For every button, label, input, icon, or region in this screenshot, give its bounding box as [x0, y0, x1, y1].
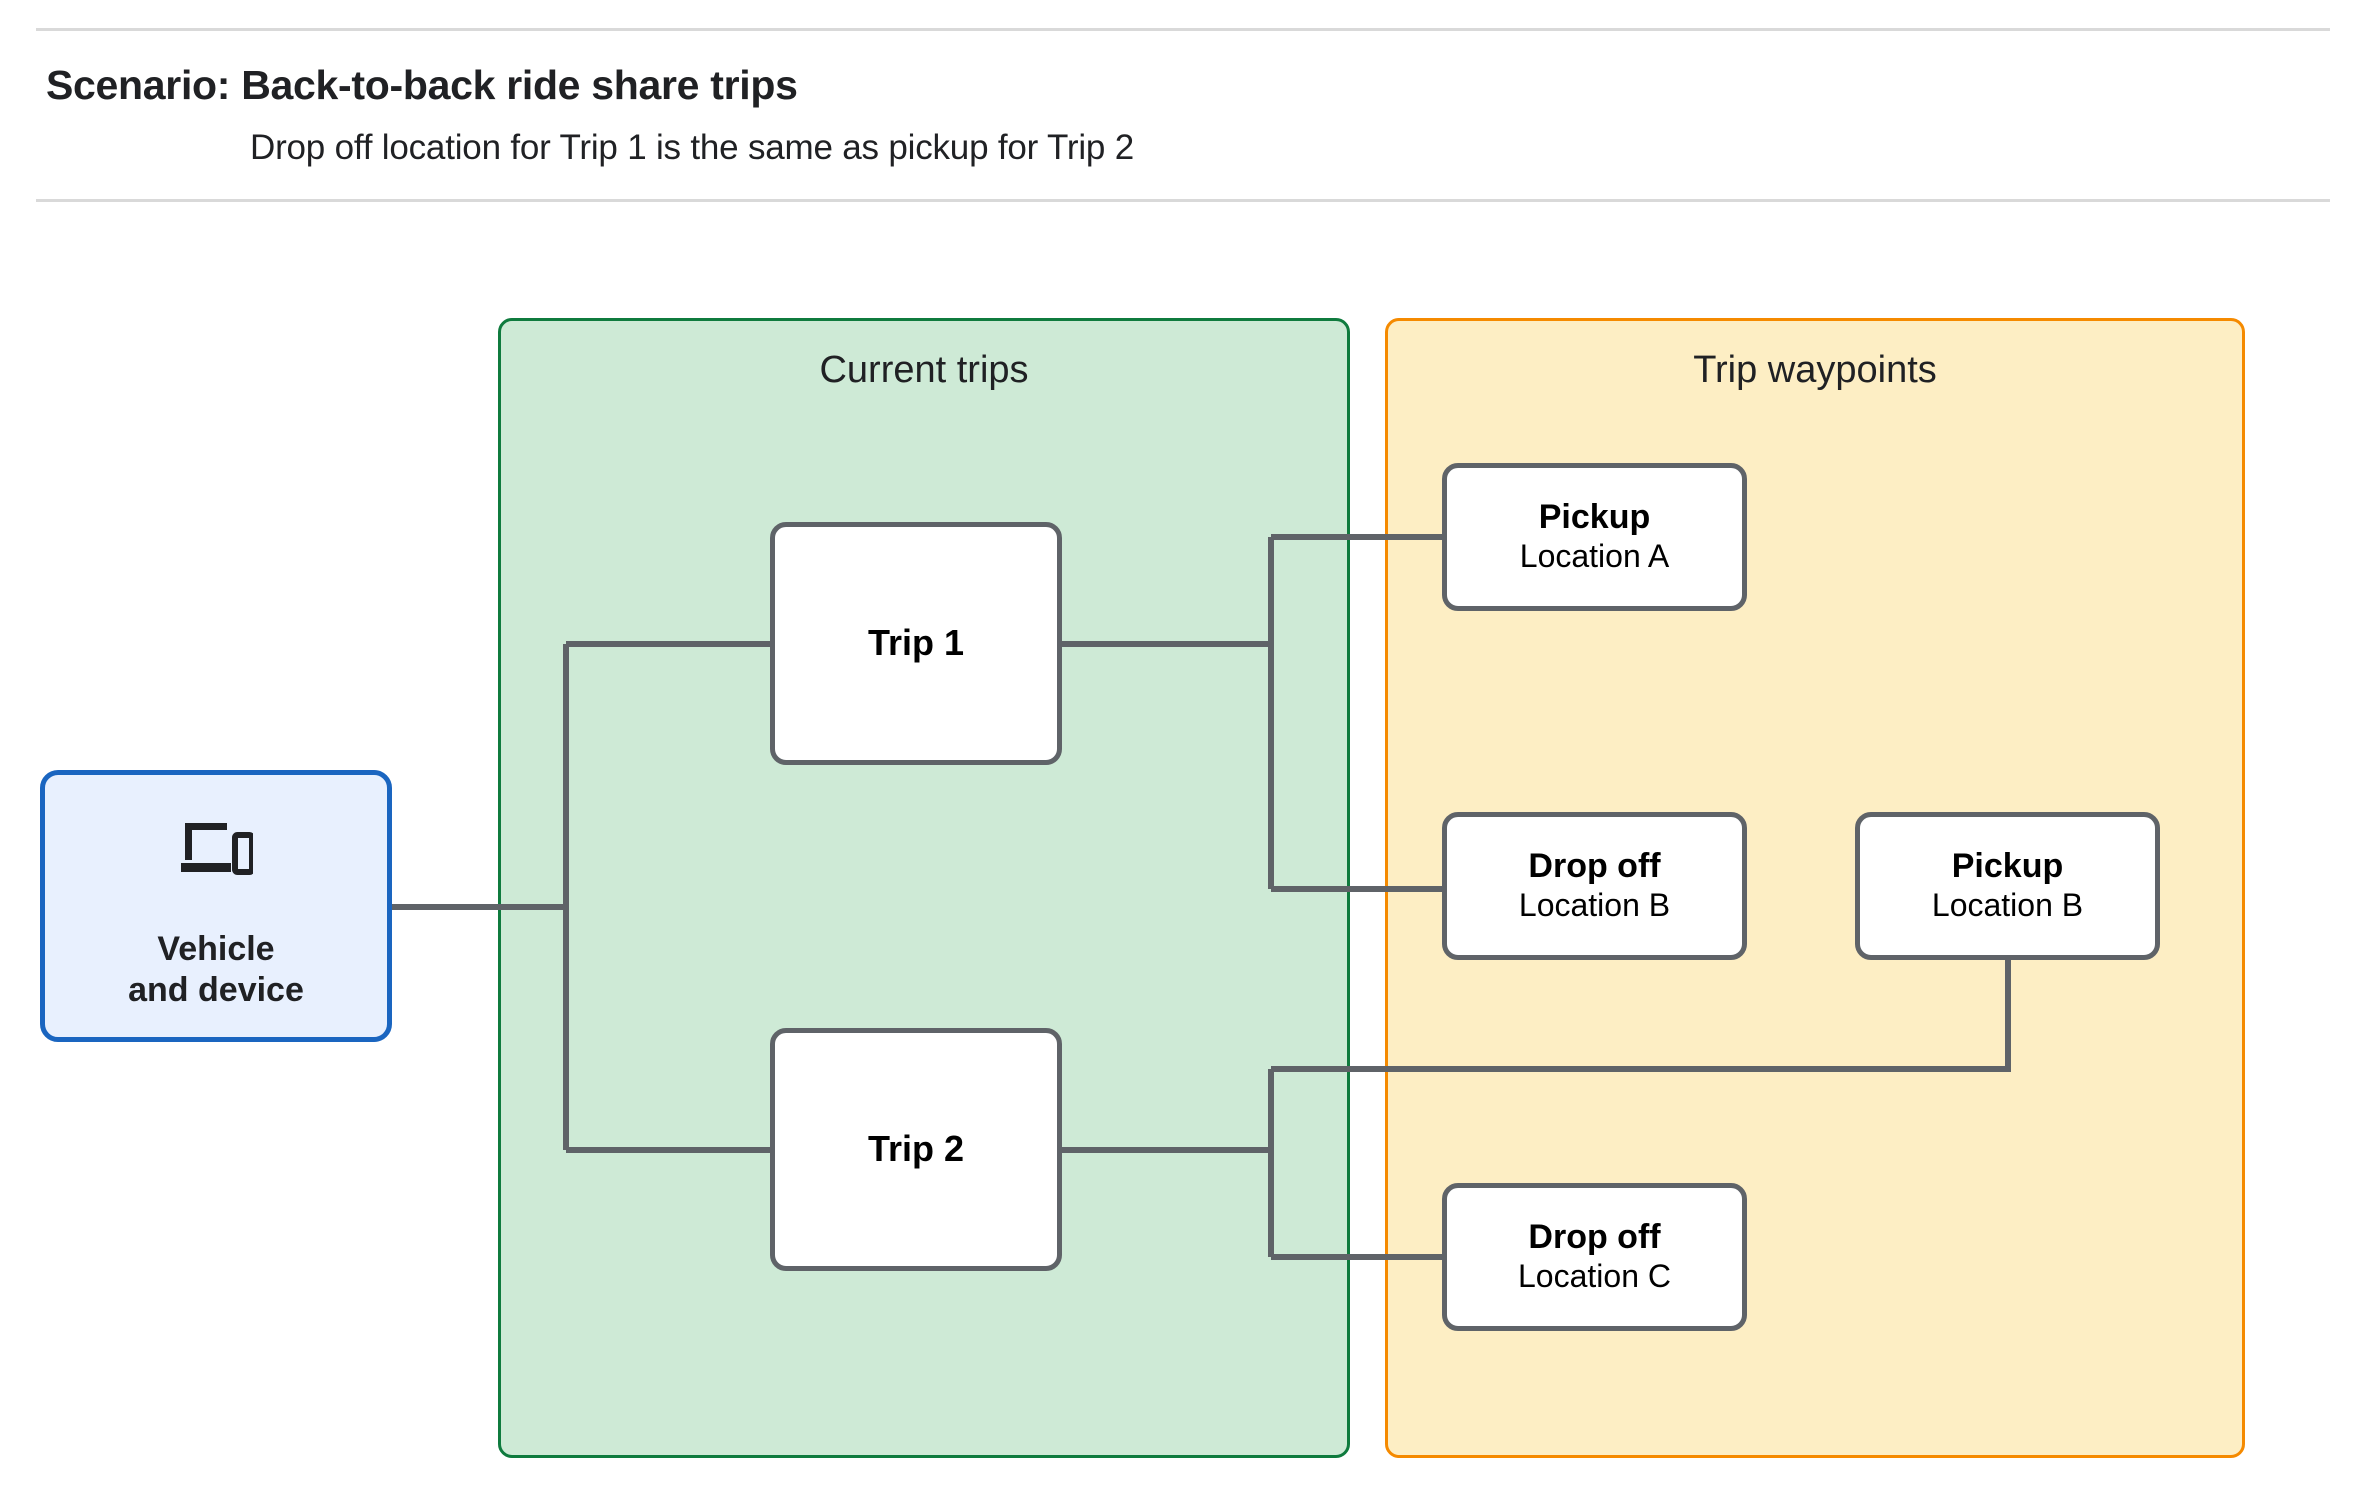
- waypoint-pickup-location-a[interactable]: Pickup Location A: [1442, 463, 1747, 611]
- trip-1-node[interactable]: Trip 1: [770, 522, 1062, 765]
- waypoint-type-label: Pickup: [1538, 498, 1651, 537]
- group-trip-waypoints-title: Trip waypoints: [1693, 349, 1937, 391]
- waypoint-type-label: Pickup: [1951, 847, 2064, 886]
- header-divider-top: [36, 28, 2330, 31]
- waypoint-location-label: Location A: [1519, 538, 1670, 575]
- waypoint-type-label: Drop off: [1528, 847, 1661, 886]
- vehicle-and-device-node[interactable]: Vehicle and device: [40, 770, 392, 1042]
- devices-icon: [181, 823, 253, 875]
- waypoint-type-label: Drop off: [1528, 1218, 1661, 1257]
- page-subtitle: Drop off location for Trip 1 is the same…: [250, 128, 1134, 167]
- trip-2-label: Trip 2: [867, 1128, 965, 1170]
- trip-2-node[interactable]: Trip 2: [770, 1028, 1062, 1271]
- group-current-trips: Current trips: [498, 318, 1350, 1458]
- header-divider-bottom: [36, 199, 2330, 202]
- vehicle-and-device-label: Vehicle and device: [128, 930, 304, 1010]
- waypoint-location-label: Location C: [1518, 1258, 1671, 1295]
- waypoint-location-label: Location B: [1931, 887, 2084, 924]
- page-title: Scenario: Back-to-back ride share trips: [46, 62, 798, 108]
- group-current-trips-title: Current trips: [819, 349, 1029, 391]
- waypoint-dropoff-location-c[interactable]: Drop off Location C: [1442, 1183, 1747, 1331]
- waypoint-dropoff-location-b[interactable]: Drop off Location B: [1442, 812, 1747, 960]
- waypoint-pickup-location-b[interactable]: Pickup Location B: [1855, 812, 2160, 960]
- waypoint-location-label: Location B: [1518, 887, 1671, 924]
- trip-1-label: Trip 1: [867, 622, 965, 664]
